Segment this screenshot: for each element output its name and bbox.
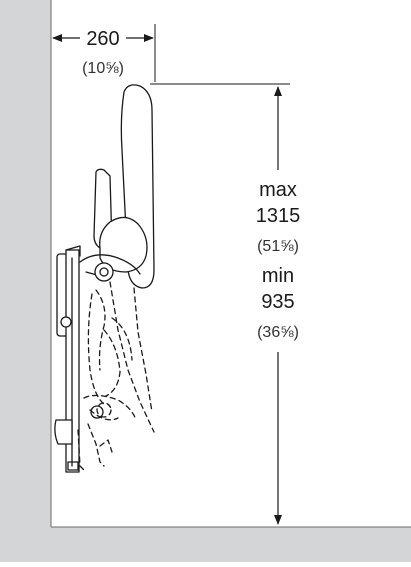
max-label: max <box>259 179 297 201</box>
width-dimension: 260 (10⅝) <box>52 24 156 82</box>
min-label: min <box>262 265 294 287</box>
min-inches: (36⅝) <box>257 324 299 341</box>
min-value: 935 <box>261 291 294 313</box>
wall <box>0 0 51 562</box>
max-inches: (51⅝) <box>257 238 299 255</box>
fixture <box>54 84 155 473</box>
width-value: 260 <box>86 28 119 50</box>
width-inches: (10⅝) <box>82 60 124 77</box>
max-value: 1315 <box>256 205 301 227</box>
floor <box>0 527 411 562</box>
raised-armrest <box>79 84 155 289</box>
wall-rail <box>56 245 81 473</box>
lower-bracket <box>54 419 73 445</box>
lowered-position-outline <box>77 281 155 473</box>
upper-pivot-pin <box>60 316 72 328</box>
height-dimension: max 1315 (51⅝) min 935 (36⅝) <box>150 83 301 525</box>
